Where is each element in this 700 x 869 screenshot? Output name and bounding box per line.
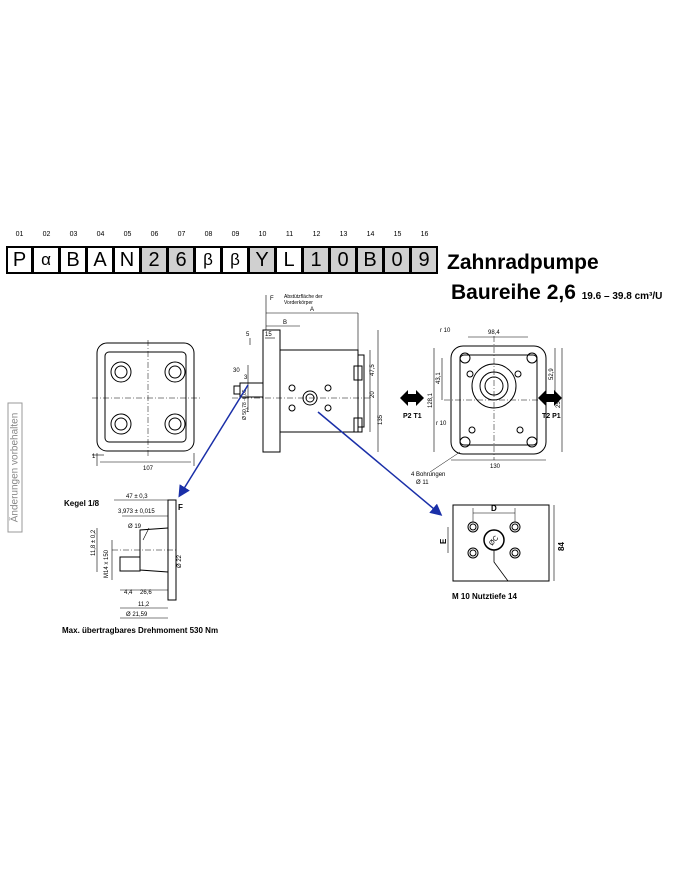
shaft-dim-2159: Ø 21,59 xyxy=(126,612,148,618)
side-dim-135: 135 xyxy=(378,414,384,425)
side-dim-15: 15 xyxy=(265,332,272,338)
shaft-dim-47: 47 ± 0,3 xyxy=(126,494,148,500)
type-code-position: 10 xyxy=(258,231,267,238)
side-dim-30: 30 xyxy=(233,368,240,374)
port-plate xyxy=(452,504,550,582)
type-code-position: 04 xyxy=(96,231,105,238)
port-arrow-left xyxy=(400,390,424,406)
shaft-dim-22: Ø 22 xyxy=(177,554,183,568)
rear-dim-r10: r 10 xyxy=(440,328,451,334)
shaft-dim-266: 26,6 xyxy=(140,590,152,596)
type-code-position: 08 xyxy=(204,231,213,238)
side-flange xyxy=(262,329,281,453)
rear-flange xyxy=(450,345,547,455)
rear-dim-984: 98,4 xyxy=(488,330,500,336)
type-code-position: 15 xyxy=(393,231,402,238)
rear-dim-25: 25 xyxy=(556,401,562,408)
shaft-dim-thread: M14 x 150 xyxy=(104,549,110,578)
side-dim-20: 20 xyxy=(370,391,376,398)
type-code-cell: P xyxy=(6,246,33,274)
type-code-position: 02 xyxy=(42,231,51,238)
series-range: 19.6 – 39.8 cm³/U xyxy=(581,291,663,302)
type-code-position: 16 xyxy=(420,231,429,238)
side-dim-shaft: Ø 50,78 -0,05 xyxy=(242,389,248,420)
type-code-cell: 0 xyxy=(384,246,411,274)
side-dim-5: 5 xyxy=(246,332,250,338)
side-dim-3: 3 xyxy=(244,375,248,381)
page-title: Zahnradpumpe xyxy=(447,251,599,274)
type-code-cell: 6 xyxy=(168,246,195,274)
port-detail xyxy=(447,504,555,582)
rear-holes: 4 Bohrungen xyxy=(411,472,445,478)
type-code-cell: 2 xyxy=(141,246,168,274)
type-code-cell: 1 xyxy=(303,246,330,274)
side-dim-1: 1 xyxy=(246,408,250,414)
front-flange xyxy=(96,342,195,452)
type-code-position: 13 xyxy=(339,231,348,238)
side-dim-475: 47,5 xyxy=(370,364,376,376)
shaft-label: Kegel 1/8 xyxy=(64,499,100,508)
shaft-dim-19: Ø 19 xyxy=(128,524,142,530)
type-code-cell: 9 xyxy=(411,246,438,274)
rear-dim-1281: 128,1 xyxy=(428,392,434,408)
rear-dim-r10b: r 10 xyxy=(436,421,447,427)
type-code-position: 05 xyxy=(123,231,132,238)
side-label-F: F xyxy=(270,296,274,302)
front-dim-107: 107 xyxy=(143,466,154,472)
front-view xyxy=(92,340,200,466)
front-dim-1: 1 xyxy=(92,454,96,460)
type-code-position: 14 xyxy=(366,231,375,238)
rear-hole-dia: Ø 11 xyxy=(416,480,429,486)
rear-dim-431: 43,1 xyxy=(436,372,442,384)
port-arrow-right xyxy=(538,390,562,406)
port-dim-D: D xyxy=(491,504,497,513)
side-label-A: A xyxy=(310,307,314,313)
type-code-cell: B xyxy=(357,246,384,274)
port-caption: M 10 Nutztiefe 14 xyxy=(452,592,517,601)
type-code-cell: A xyxy=(87,246,114,274)
shaft-detail xyxy=(96,499,178,619)
shaft-label-F: F xyxy=(178,503,183,512)
shaft-caption: Max. übertragbares Drehmoment 530 Nm xyxy=(62,626,218,635)
port-dim-C: ØC xyxy=(488,535,500,548)
type-code-cell: B xyxy=(60,246,87,274)
side-note: Abstützfläche der xyxy=(284,294,323,300)
series-name: Baureihe 2,6 xyxy=(451,281,576,304)
type-code-position: 09 xyxy=(231,231,240,238)
shaft-dim-118: 11,8 ± 0,2 xyxy=(91,529,97,556)
shaft-dim-112: 11,2 xyxy=(138,602,150,608)
series-title: Baureihe 2,6 19.6 – 39.8 cm³/U xyxy=(451,281,662,305)
shaft-dim-44: 4,4 xyxy=(124,590,133,596)
type-code-cell: L xyxy=(276,246,303,274)
type-code-position: 03 xyxy=(69,231,78,238)
type-code-cell: α xyxy=(33,246,60,274)
port-dim-E: E xyxy=(439,538,448,544)
shaft-dim-3973: 3,973 ± 0,015 xyxy=(118,509,155,515)
arrow-to-port-detail xyxy=(317,411,443,516)
side-note2: Vorderkörper xyxy=(284,300,313,306)
type-code-position: 06 xyxy=(150,231,159,238)
type-code-cell: Y xyxy=(249,246,276,274)
type-code-cell: N xyxy=(114,246,141,274)
port-dim-84: 84 xyxy=(557,542,566,551)
port-label-right: T2 P1 xyxy=(542,413,561,420)
type-code-position: 11 xyxy=(285,231,294,238)
type-code-position: 12 xyxy=(312,231,321,238)
arrow-to-shaft-detail xyxy=(178,384,249,498)
type-code-position: 07 xyxy=(177,231,186,238)
type-code-position: 01 xyxy=(15,231,24,238)
port-label-left: P2 T1 xyxy=(403,413,422,420)
side-label-B: B xyxy=(283,320,287,326)
rear-dim-130: 130 xyxy=(490,464,501,470)
type-code-cell: β xyxy=(222,246,249,274)
type-code-cell: β xyxy=(195,246,222,274)
rear-dim-529: 52,9 xyxy=(549,368,555,380)
type-code-cell: 0 xyxy=(330,246,357,274)
side-view xyxy=(232,295,379,453)
